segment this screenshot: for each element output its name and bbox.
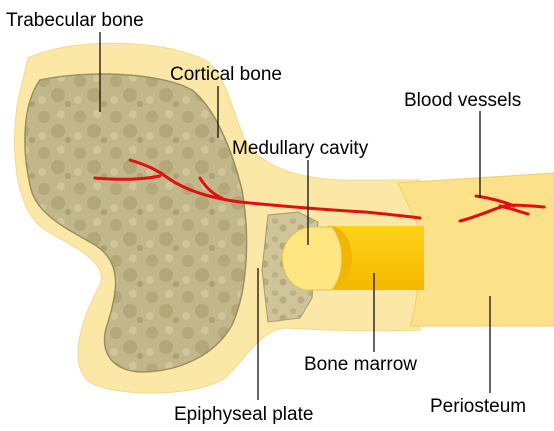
- label-epiphyseal-plate: Epiphyseal plate: [174, 404, 313, 425]
- label-trabecular-bone: Trabecular bone: [6, 10, 144, 31]
- label-blood-vessels: Blood vessels: [404, 90, 521, 111]
- medullary-cavity-shape: [282, 227, 341, 290]
- label-medullary-cavity: Medullary cavity: [232, 138, 369, 159]
- trabecular-bone-shape: [25, 74, 247, 372]
- label-periosteum: Periosteum: [430, 396, 526, 417]
- label-cortical-bone: Cortical bone: [170, 64, 282, 85]
- label-bone-marrow: Bone marrow: [304, 354, 417, 375]
